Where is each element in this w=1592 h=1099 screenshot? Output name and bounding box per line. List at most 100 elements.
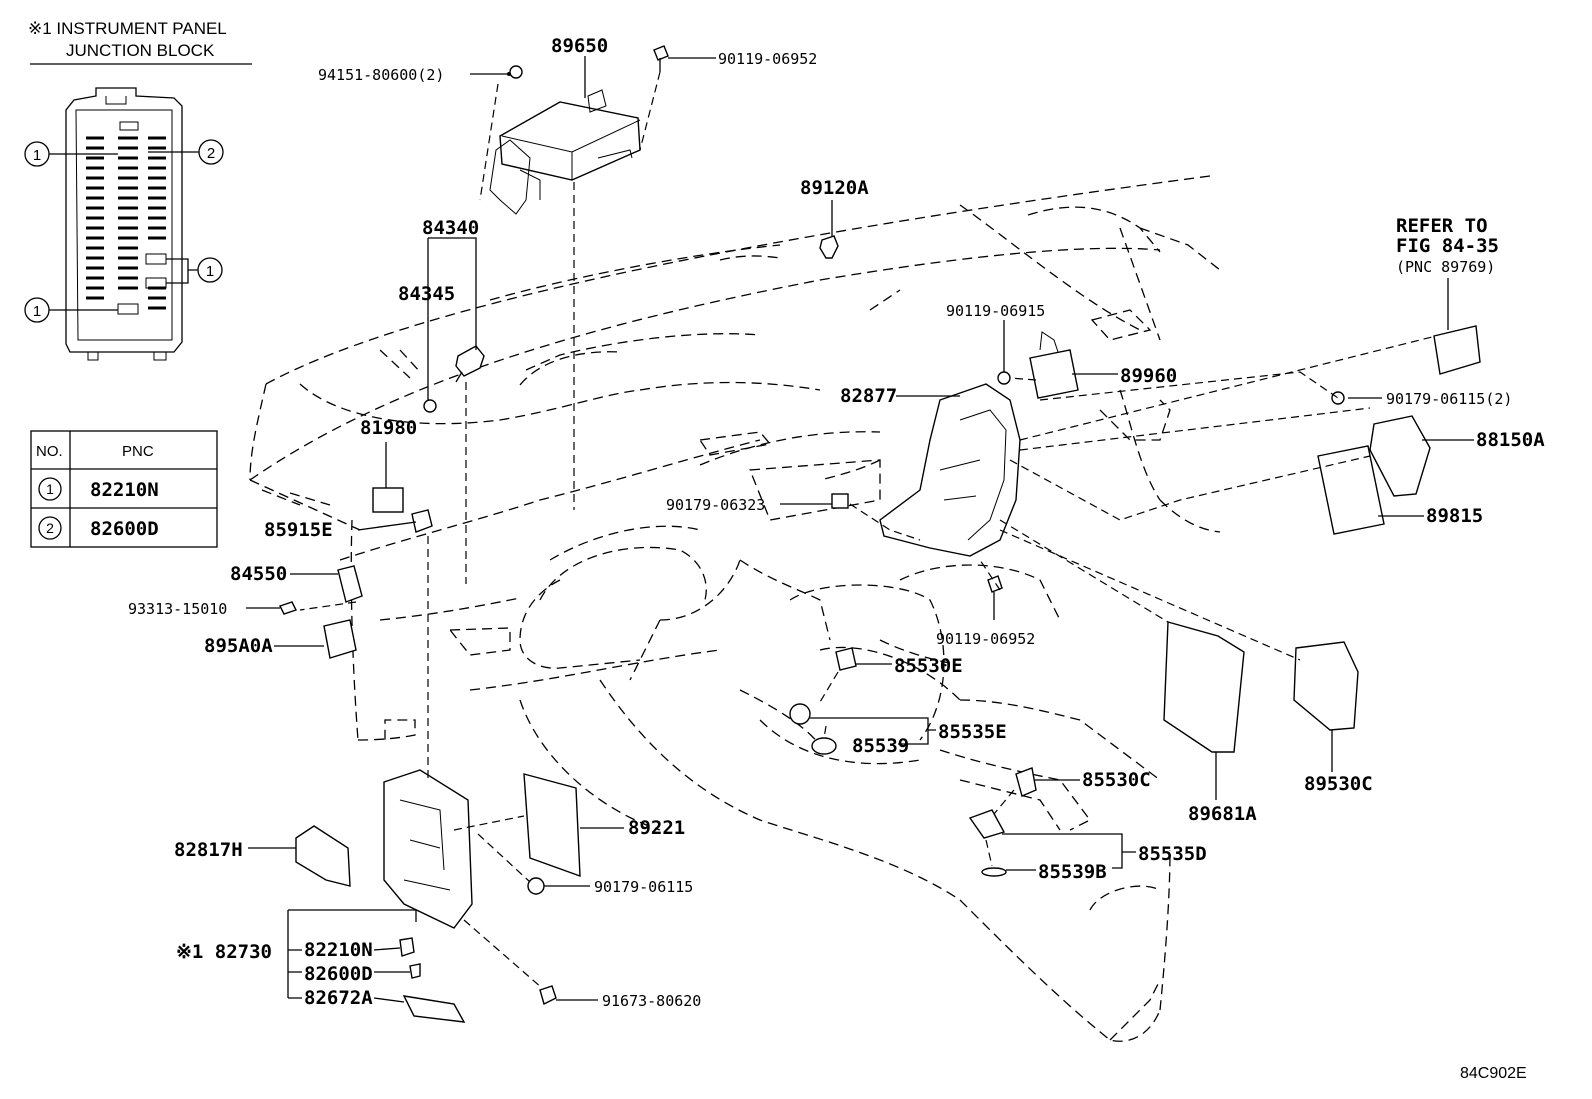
part-84550-sensor — [337, 565, 363, 603]
svg-text:2: 2 — [46, 520, 54, 536]
junction-block-illustration — [65, 87, 183, 361]
label-89815: 89815 — [1426, 505, 1483, 527]
part-85915e-socket — [411, 509, 433, 533]
part-85535d-socket — [968, 809, 1006, 839]
pnc-table: NO. PNC 1 82210N 2 82600D — [30, 430, 218, 548]
legend-title-line2: JUNCTION BLOCK — [66, 41, 215, 60]
label-85530e: 85530E — [894, 655, 963, 677]
svg-text:1: 1 — [206, 263, 214, 280]
table-row: 1 82210N — [38, 477, 159, 501]
label-82817h: 82817H — [174, 839, 243, 861]
svg-text:2: 2 — [207, 145, 215, 162]
part-85539-cap — [811, 737, 837, 755]
part-89530c-ecu — [1293, 641, 1359, 731]
label-90179-06323: 90179-06323 — [666, 496, 765, 514]
junction-block-legend: ※1 INSTRUMENT PANEL JUNCTION BLOCK — [24, 19, 252, 361]
label-89530c: 89530C — [1304, 773, 1373, 795]
part-88150a-bracket — [1369, 415, 1431, 497]
legend-marker-1-bottom: 1 — [24, 297, 118, 323]
part-90119-bolt-top — [653, 45, 669, 72]
legend-marker-2: 2 — [148, 139, 224, 165]
part-82877-bracket — [879, 383, 1021, 557]
part-82730-junction-block — [383, 769, 473, 929]
part-82210n-fuse — [399, 937, 415, 957]
table-cell-pnc: 82210N — [90, 479, 159, 501]
part-85530e-socket — [835, 647, 857, 671]
label-85539b: 85539B — [1038, 861, 1107, 883]
part-84340-switch — [455, 345, 485, 383]
label-85535d: 85535D — [1138, 843, 1207, 865]
label-84550: 84550 — [230, 563, 287, 585]
svg-text:1: 1 — [33, 147, 41, 164]
instrument-panel-outline — [249, 175, 1221, 1042]
part-82672a-cover — [402, 995, 466, 1023]
table-header-no: NO. — [36, 443, 63, 460]
refer-line1: REFER TO — [1396, 215, 1488, 237]
legend-title-line1: ※1 INSTRUMENT PANEL — [28, 19, 227, 38]
label-89681a: 89681A — [1188, 803, 1257, 825]
part-90119-06915-bolt — [997, 371, 1011, 385]
label-85915e: 85915E — [264, 519, 333, 541]
install-lines — [299, 71, 1437, 989]
svg-text:1: 1 — [33, 303, 41, 320]
label-82730: ※1 82730 — [176, 941, 272, 963]
part-82817h-bracket — [295, 825, 351, 887]
legend-marker-1-top: 1 — [24, 141, 118, 167]
part-94151-nut — [509, 65, 523, 79]
part-84345-clip — [423, 399, 437, 413]
part-85535e-socket — [789, 703, 811, 725]
label-90119-06952-mid: 90119-06952 — [936, 630, 1035, 648]
table-header-pnc: PNC — [122, 443, 154, 460]
label-85535e: 85535E — [938, 721, 1007, 743]
figure-code: 84C902E — [1460, 1065, 1527, 1082]
table-row: 2 82600D — [38, 516, 159, 540]
label-89120a: 89120A — [800, 177, 869, 199]
part-90179-06323-nut — [831, 493, 849, 509]
part-93313-screw — [279, 601, 297, 615]
label-94151-80600: 94151-80600(2) — [318, 66, 444, 84]
part-89960-module — [1029, 331, 1079, 399]
label-84345: 84345 — [398, 283, 455, 305]
label-90179-06115-2: 90179-06115(2) — [1386, 390, 1512, 408]
callout-labels: 89650 94151-80600(2) 90119-06952 89120A … — [128, 35, 1545, 1010]
label-895a0a: 895A0A — [204, 635, 273, 657]
svg-text:1: 1 — [46, 481, 54, 497]
label-90119-06915: 90119-06915 — [946, 302, 1045, 320]
label-89960: 89960 — [1120, 365, 1177, 387]
label-82877: 82877 — [840, 385, 897, 407]
part-91673-bolt — [539, 985, 557, 1006]
label-82210n: 82210N — [304, 939, 373, 961]
part-90179-nut — [1331, 391, 1345, 405]
label-93313-15010: 93313-15010 — [128, 600, 227, 618]
part-85539b-cap — [981, 867, 1007, 877]
label-88150a: 88150A — [1476, 429, 1545, 451]
part-85530c-socket — [1015, 767, 1037, 797]
part-89815-module — [1317, 445, 1385, 535]
label-85539: 85539 — [852, 735, 909, 757]
refer-line2: FIG 84-35 — [1396, 235, 1499, 257]
part-89650-module — [489, 89, 641, 215]
leader-lines — [246, 56, 1474, 1003]
label-89650: 89650 — [551, 35, 608, 57]
part-90179-06115-nut — [527, 877, 545, 895]
refer-line3: (PNC 89769) — [1396, 258, 1495, 276]
table-cell-pnc: 82600D — [90, 518, 159, 540]
label-82672a: 82672A — [304, 987, 373, 1009]
label-84340: 84340 — [422, 217, 479, 239]
label-90119-06952-top: 90119-06952 — [718, 50, 817, 68]
label-82600d: 82600D — [304, 963, 373, 985]
part-89120a-clip — [819, 235, 839, 259]
part-89681a-ecu — [1163, 621, 1245, 753]
label-81980: 81980 — [360, 417, 417, 439]
part-81980-relay — [372, 487, 404, 513]
legend-marker-1-right: 1 — [166, 257, 223, 284]
label-85530c: 85530C — [1082, 769, 1151, 791]
label-90179-06115: 90179-06115 — [594, 878, 693, 896]
part-89769-module — [1433, 325, 1481, 375]
label-89221: 89221 — [628, 817, 685, 839]
part-89221-ecu — [523, 773, 581, 878]
part-82600d-fuse — [409, 963, 421, 979]
label-91673-80620: 91673-80620 — [602, 992, 701, 1010]
part-895a0a-unit — [323, 619, 357, 659]
